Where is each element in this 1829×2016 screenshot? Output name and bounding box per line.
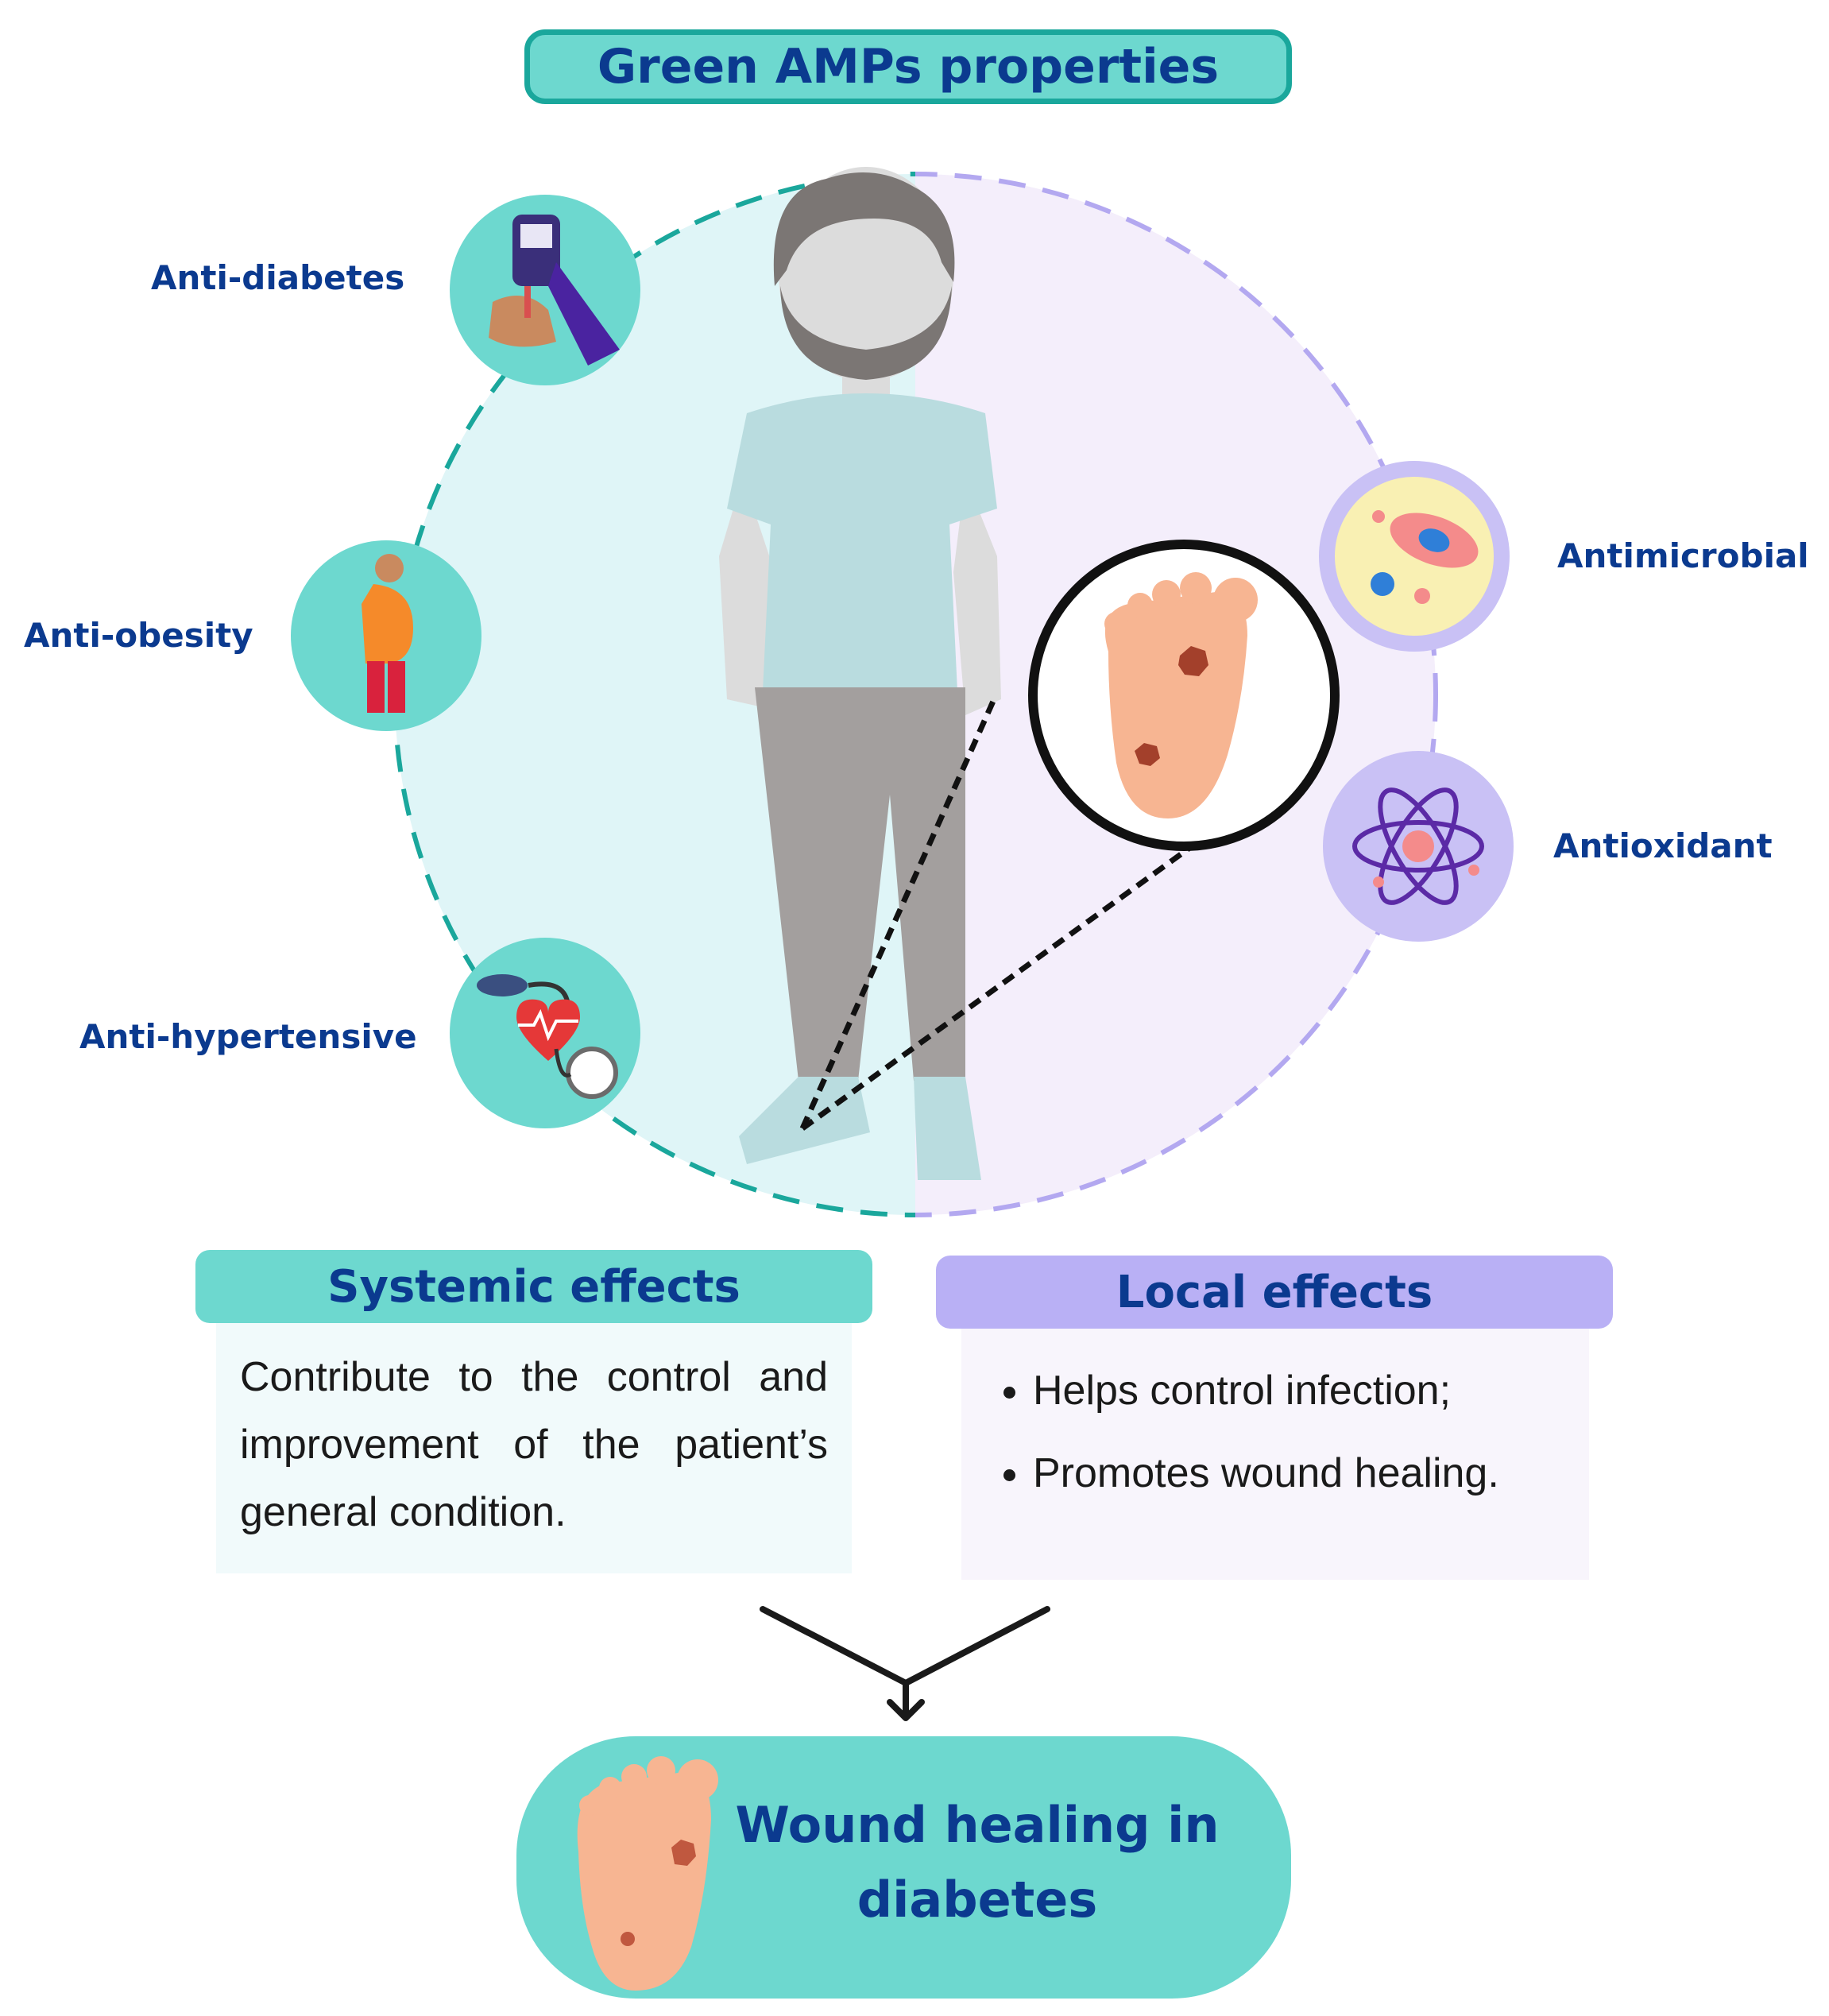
anti-hypertensive-bubble (450, 938, 640, 1128)
anti-obesity-bubble (291, 540, 481, 731)
anti-diabetes-bubble (450, 195, 640, 385)
atom-icon (1352, 787, 1484, 905)
page-title: Green AMPs properties (597, 39, 1220, 95)
result-line-1: Wound healing in (735, 1796, 1220, 1854)
zoom-lines (799, 696, 1194, 1131)
foot-ulcer-icon (1104, 572, 1258, 818)
local-effects-title: Local effects (1116, 1266, 1433, 1318)
glucose-meter-icon (489, 215, 620, 366)
anti-diabetes-label: Anti-diabetes (151, 258, 405, 297)
local-effects-box: Helps control infection; Promotes wound … (961, 1329, 1589, 1580)
title-banner: Green AMPs properties (524, 29, 1292, 104)
list-item: Promotes wound healing. (1033, 1432, 1565, 1515)
anti-hypertensive-label: Anti-hypertensive (79, 1017, 417, 1056)
result-text: Wound healing in diabetes (699, 1788, 1255, 1937)
antimicrobial-label: Antimicrobial (1557, 536, 1809, 575)
antimicrobial-bubble (1319, 461, 1510, 652)
result-foot-icon (577, 1756, 718, 1991)
local-effects-list: Helps control infection; Promotes wound … (985, 1349, 1565, 1515)
local-effects-header: Local effects (936, 1256, 1613, 1329)
result-line-2: diabetes (856, 1871, 1098, 1929)
bacteria-icon (1371, 510, 1479, 604)
obese-person-icon (362, 554, 413, 713)
systemic-effects-header: Systemic effects (195, 1250, 872, 1323)
antioxidant-label: Antioxidant (1553, 826, 1773, 865)
foot-zoom-circle (1028, 540, 1340, 851)
converging-arrow (760, 1606, 1050, 1721)
systemic-effects-title: Systemic effects (327, 1260, 740, 1313)
antioxidant-bubble (1323, 751, 1514, 942)
anti-obesity-label: Anti-obesity (24, 616, 253, 655)
systemic-effects-text: Contribute to the control and improvemen… (216, 1323, 852, 1573)
list-item: Helps control infection; (1033, 1349, 1565, 1432)
blood-pressure-icon (477, 974, 618, 1099)
